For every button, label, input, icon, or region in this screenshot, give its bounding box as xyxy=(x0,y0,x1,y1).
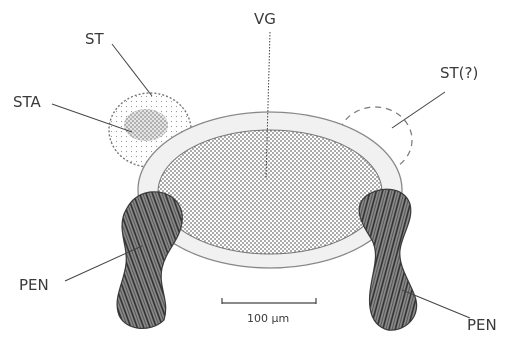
scale-bar-label: 100 μm xyxy=(247,312,289,325)
leader-st xyxy=(112,44,152,96)
penis-right xyxy=(359,189,417,330)
penis-left xyxy=(117,192,182,329)
label-st-q: ST(?) xyxy=(440,64,478,82)
ventral-ganglion xyxy=(138,112,402,268)
leader-st-q xyxy=(392,92,445,128)
label-sta: STA xyxy=(13,93,42,111)
label-pen-left: PEN xyxy=(19,276,49,294)
label-vg: VG xyxy=(254,10,276,28)
label-st: ST xyxy=(85,30,105,48)
label-pen-right: PEN xyxy=(467,316,497,334)
scale-bar: 100 μm xyxy=(222,298,316,325)
